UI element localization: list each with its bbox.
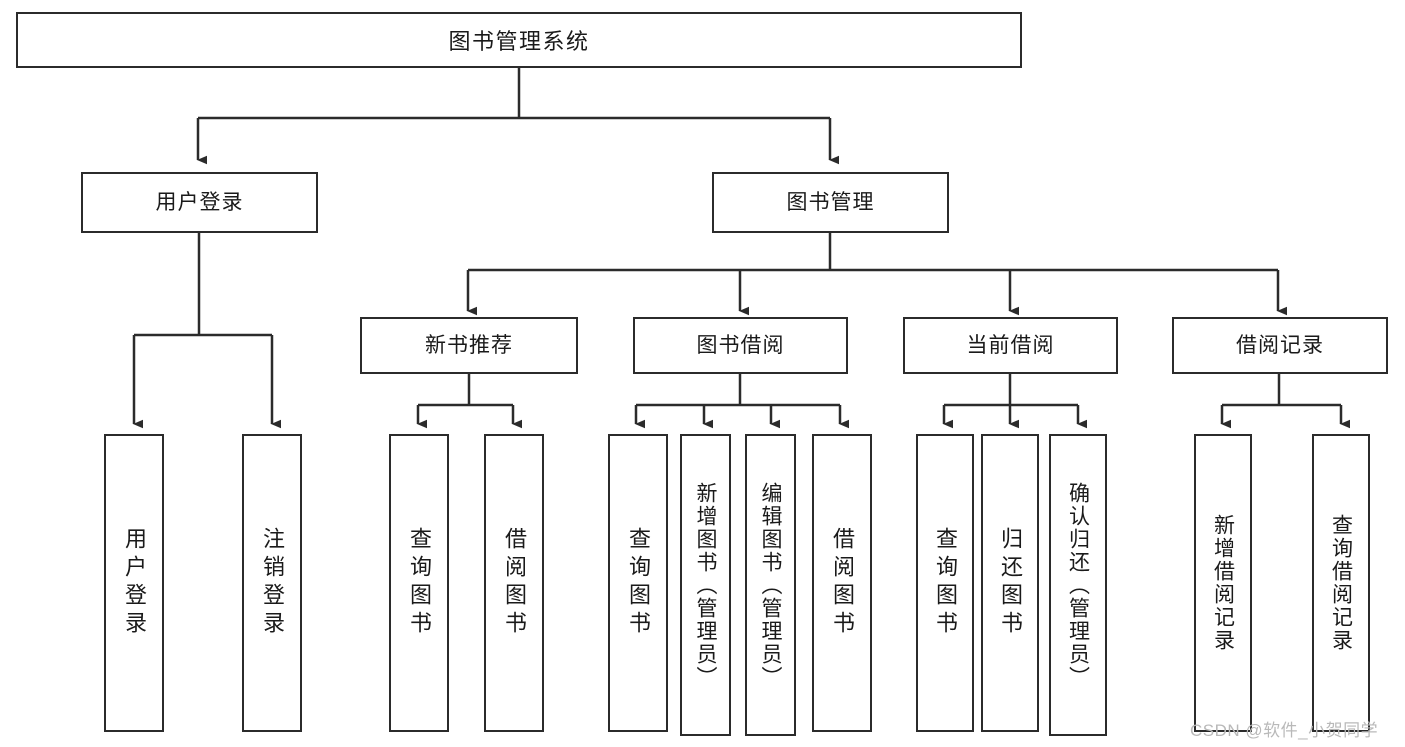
node-borrow-record-label: 借阅记录 — [1236, 333, 1324, 357]
node-leaf-query-book-borrow[interactable]: 查询图书 — [608, 434, 668, 732]
node-leaf-query-book-current-label: 查询图书 — [933, 527, 958, 639]
node-leaf-query-book-current[interactable]: 查询图书 — [916, 434, 974, 732]
node-leaf-query-book-borrow-label: 查询图书 — [626, 527, 651, 639]
node-new-book-recommend-label: 新书推荐 — [425, 333, 513, 357]
node-leaf-query-book-recommend-label: 查询图书 — [407, 527, 432, 639]
node-leaf-return-book-label: 归还图书 — [998, 527, 1023, 639]
node-current-borrow[interactable]: 当前借阅 — [903, 317, 1118, 374]
node-leaf-query-book-recommend[interactable]: 查询图书 — [389, 434, 449, 732]
node-book-borrow[interactable]: 图书借阅 — [633, 317, 848, 374]
node-leaf-add-book-admin[interactable]: 新增图书（管理员） — [680, 434, 731, 736]
node-leaf-query-borrow-record-label: 查询借阅记录 — [1329, 514, 1353, 652]
node-root-label: 图书管理系统 — [448, 29, 590, 54]
node-leaf-confirm-return-admin-label: 确认归还（管理员） — [1066, 481, 1090, 689]
node-leaf-edit-book-admin-label: 编辑图书（管理员） — [759, 481, 782, 689]
node-leaf-logout-label: 注销登录 — [260, 527, 285, 639]
node-borrow-record[interactable]: 借阅记录 — [1172, 317, 1388, 374]
node-leaf-query-borrow-record[interactable]: 查询借阅记录 — [1312, 434, 1370, 732]
csdn-watermark: CSDN @软件_小贺同学 — [1190, 721, 1379, 740]
node-user-login-label: 用户登录 — [155, 190, 244, 214]
node-leaf-borrow-book[interactable]: 借阅图书 — [812, 434, 872, 732]
node-book-management[interactable]: 图书管理 — [712, 172, 949, 233]
node-leaf-user-login[interactable]: 用户登录 — [104, 434, 164, 732]
node-root-book-management-system[interactable]: 图书管理系统 — [16, 12, 1022, 68]
node-leaf-logout[interactable]: 注销登录 — [242, 434, 302, 732]
node-current-borrow-label: 当前借阅 — [966, 333, 1055, 357]
node-leaf-borrow-book-recommend-label: 借阅图书 — [502, 527, 527, 639]
node-new-book-recommend[interactable]: 新书推荐 — [360, 317, 578, 374]
node-leaf-add-borrow-record-label: 新增借阅记录 — [1211, 514, 1235, 652]
node-leaf-user-login-label: 用户登录 — [122, 527, 147, 639]
node-leaf-add-book-admin-label: 新增图书（管理员） — [694, 481, 717, 689]
node-book-borrow-label: 图书借阅 — [696, 333, 785, 357]
node-user-login[interactable]: 用户登录 — [81, 172, 318, 233]
node-leaf-confirm-return-admin[interactable]: 确认归还（管理员） — [1049, 434, 1107, 736]
node-book-management-label: 图书管理 — [786, 190, 875, 214]
node-leaf-return-book[interactable]: 归还图书 — [981, 434, 1039, 732]
node-leaf-borrow-book-recommend[interactable]: 借阅图书 — [484, 434, 544, 732]
node-leaf-edit-book-admin[interactable]: 编辑图书（管理员） — [745, 434, 796, 736]
node-leaf-borrow-book-label: 借阅图书 — [830, 527, 855, 639]
node-leaf-add-borrow-record[interactable]: 新增借阅记录 — [1194, 434, 1252, 732]
